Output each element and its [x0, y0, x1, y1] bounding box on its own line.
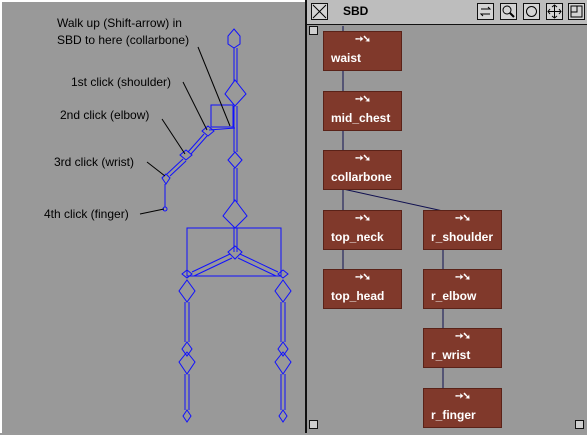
node-r-elbow[interactable]: ➙➘ r_elbow: [423, 269, 502, 309]
node-r-finger[interactable]: ➙➘ r_finger: [423, 388, 502, 428]
corner-bottom-right-handle[interactable]: [575, 420, 584, 429]
node-collarbone[interactable]: ➙➘ collarbone: [323, 150, 402, 190]
head-joint: [227, 28, 241, 49]
node-label: r_elbow: [431, 289, 477, 303]
resize-icon[interactable]: [568, 3, 585, 20]
chest-joint: [227, 151, 243, 169]
annotation-walk-up: Walk up (Shift-arrow) in: [57, 16, 182, 30]
node-top-head[interactable]: ➙➘ top_head: [323, 269, 402, 309]
sbd-graph[interactable]: ➙➘ waist ➙➘ mid_chest ➙➘ collarbone ➙➘ top_n…: [307, 24, 587, 433]
node-mid-chest[interactable]: ➙➘ mid_chest: [323, 91, 402, 131]
graph-edges: [342, 26, 444, 389]
node-label: waist: [331, 51, 362, 65]
node-label: top_head: [331, 289, 385, 303]
elbow-joint: [179, 149, 193, 161]
neck-joint: [224, 79, 247, 107]
waist-joint: [222, 199, 248, 229]
node-label: r_shoulder: [431, 230, 494, 244]
node-label: r_finger: [431, 408, 476, 422]
node-top-neck[interactable]: ➙➘ top_neck: [323, 210, 402, 250]
swap-icon[interactable]: [477, 3, 494, 20]
zoom-icon[interactable]: [500, 3, 517, 20]
pelvis-box: [186, 227, 282, 277]
frame-icon[interactable]: [523, 3, 540, 20]
annotation-elbow-click: 2nd click (elbow): [60, 108, 150, 122]
node-r-wrist[interactable]: ➙➘ r_wrist: [423, 328, 502, 368]
sbd-title: SBD: [343, 4, 369, 18]
corner-top-left-handle[interactable]: [309, 26, 318, 35]
arrows-icon: ➙➘: [455, 331, 471, 342]
arrows-icon: ➙➘: [355, 34, 371, 45]
arrows-icon: ➙➘: [355, 272, 371, 283]
annotation-finger-click: 4th click (finger): [44, 207, 129, 221]
sbd-panel: SBD: [305, 0, 587, 433]
node-label: r_wrist: [431, 348, 471, 362]
node-label: collarbone: [331, 170, 392, 184]
annotation-collarbone: SBD to here (collarbone): [57, 33, 190, 47]
move-icon[interactable]: [546, 3, 563, 20]
annotation-wrist-click: 3rd click (wrist): [54, 155, 134, 169]
node-r-shoulder[interactable]: ➙➘ r_shoulder: [423, 210, 502, 250]
wrist-joint: [161, 173, 171, 185]
sbd-title-bar: SBD: [307, 0, 587, 25]
collarbone-box: [210, 104, 234, 128]
callout-lines: [139, 46, 231, 215]
arrows-icon: ➙➘: [355, 153, 371, 164]
arrows-icon: ➙➘: [455, 391, 471, 402]
skeleton-drawing: [139, 28, 292, 423]
node-label: top_neck: [331, 230, 384, 244]
corner-bottom-left-handle[interactable]: [309, 420, 318, 429]
viewport-3d[interactable]: Walk up (Shift-arrow) in SBD to here (co…: [0, 0, 305, 433]
arrows-icon: ➙➘: [455, 213, 471, 224]
annotation-shoulder-click: 1st click (shoulder): [71, 75, 172, 89]
close-icon[interactable]: [311, 3, 328, 20]
node-label: mid_chest: [331, 111, 391, 125]
arrows-icon: ➙➘: [355, 213, 371, 224]
node-waist[interactable]: ➙➘ waist: [323, 31, 402, 71]
arrows-icon: ➙➘: [355, 94, 371, 105]
shoulder-joint: [201, 125, 215, 137]
arrows-icon: ➙➘: [455, 272, 471, 283]
